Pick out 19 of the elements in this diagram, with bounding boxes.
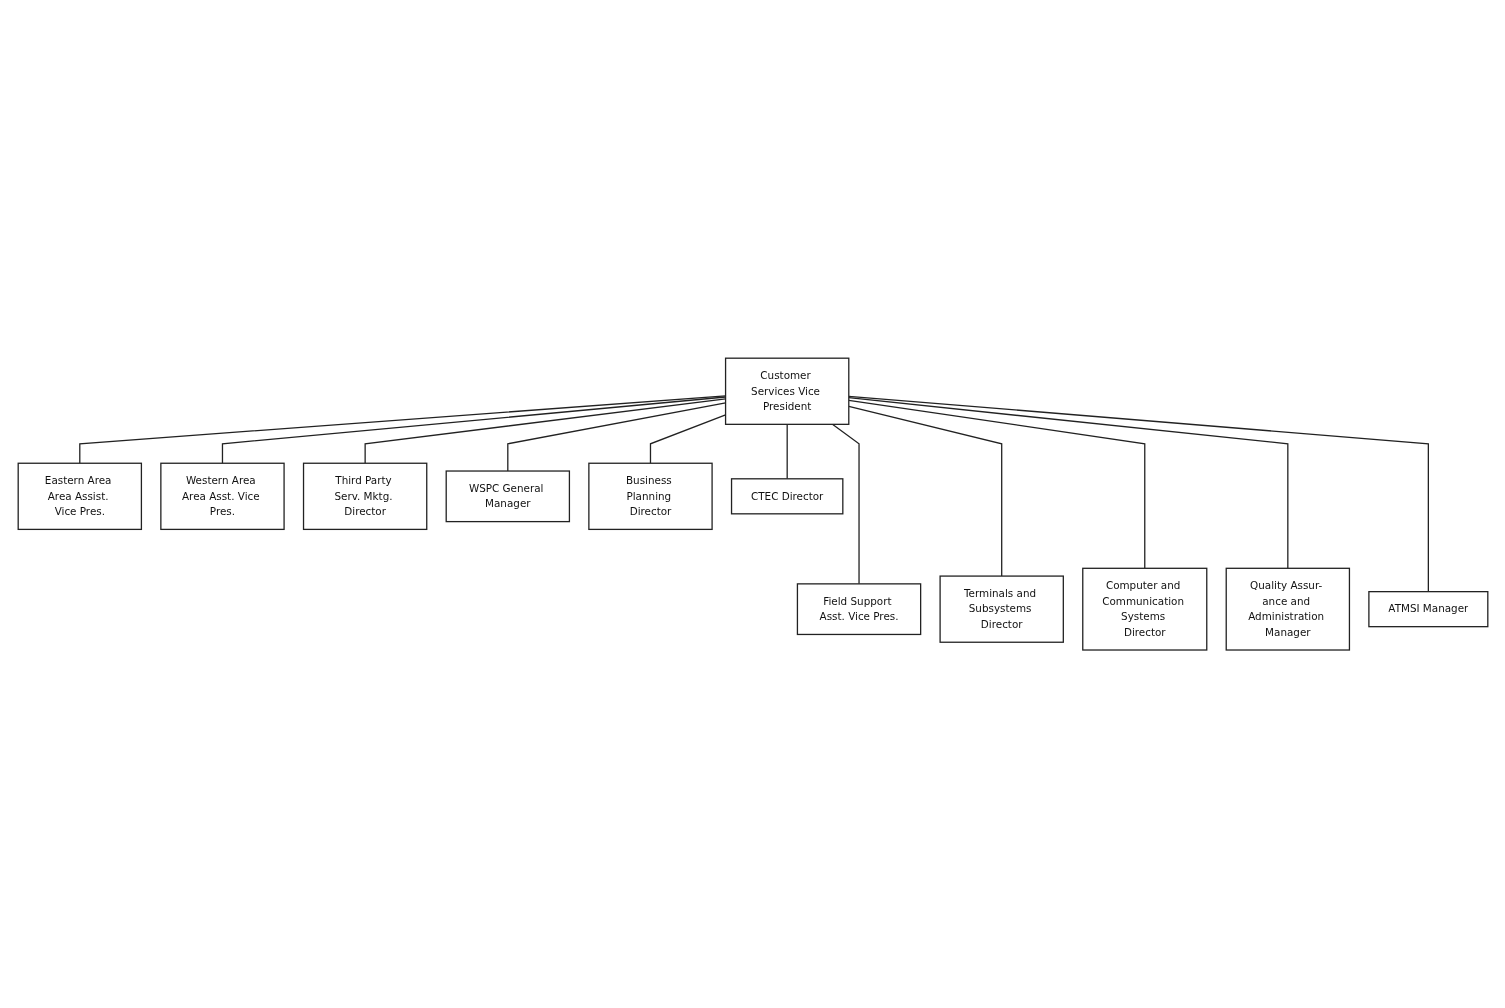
node-box: Terminals and Subsystems Director bbox=[938, 575, 1064, 643]
node-box: CTEC Director bbox=[730, 478, 843, 515]
node-box: Computer and Communication Systems Director bbox=[1081, 567, 1207, 651]
connector bbox=[786, 423, 788, 480]
connector bbox=[506, 402, 726, 472]
node-box: Customer Services Vice President bbox=[724, 357, 849, 425]
node-box: WSPC General Manager bbox=[445, 470, 570, 523]
node-box: Quality Assur- ance and Administration Manager bbox=[1225, 567, 1350, 651]
node-box: ATMSI Manager bbox=[1367, 590, 1488, 628]
node-box: Field Support Asst. Vice Pres. bbox=[796, 583, 921, 635]
node-box: Eastern Area Area Assist. Vice Pres. bbox=[17, 462, 142, 530]
connector bbox=[78, 395, 726, 464]
connector bbox=[221, 396, 726, 464]
connector bbox=[831, 423, 860, 585]
connector bbox=[364, 398, 726, 464]
node-box: Western Area Area Asst. Vice Pres. bbox=[159, 462, 285, 530]
node-box: Business Planning Director bbox=[587, 462, 713, 530]
node-box: Third Party Serv. Mktg. Director bbox=[302, 462, 427, 530]
connector bbox=[649, 414, 726, 464]
